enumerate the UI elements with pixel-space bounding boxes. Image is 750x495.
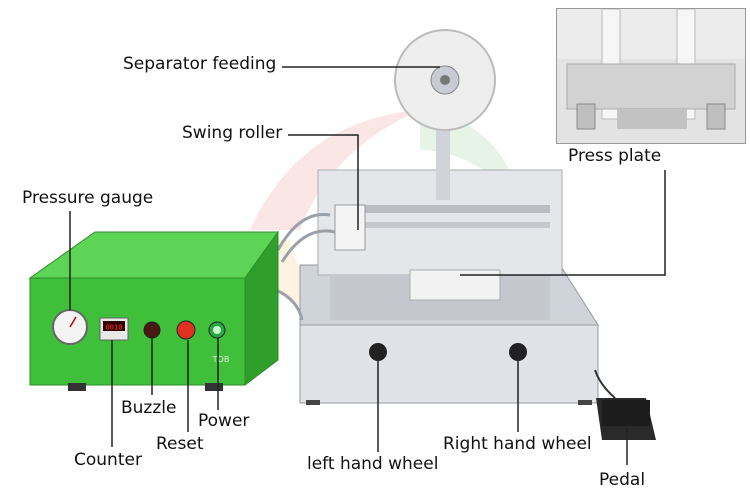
machine-body bbox=[299, 29, 599, 405]
label-separator-feeding: Separator feeding bbox=[123, 54, 277, 74]
label-swing-roller: Swing roller bbox=[182, 123, 283, 143]
label-right-hand-wheel: Right hand wheel bbox=[443, 434, 592, 454]
label-power: Power bbox=[198, 411, 250, 431]
reset-button bbox=[176, 320, 196, 340]
leader-lines bbox=[69, 66, 666, 465]
label-press-plate: Press plate bbox=[568, 146, 662, 166]
brand-logo: TOB bbox=[212, 355, 230, 364]
label-pedal: Pedal bbox=[599, 470, 646, 490]
buzzle-button bbox=[143, 321, 161, 339]
press-plate-inset-photo bbox=[556, 8, 746, 144]
control-box: 0010 TOB bbox=[28, 230, 279, 391]
counter-display: 0010 bbox=[106, 324, 123, 332]
label-reset: Reset bbox=[156, 434, 204, 454]
label-left-hand-wheel: left hand wheel bbox=[307, 454, 439, 474]
label-buzzle: Buzzle bbox=[121, 398, 177, 418]
left-hand-wheel-knob bbox=[369, 343, 387, 361]
pedal bbox=[594, 369, 656, 440]
label-pressure-gauge: Pressure gauge bbox=[22, 188, 154, 208]
label-counter: Counter bbox=[74, 450, 142, 470]
hoses bbox=[275, 212, 336, 321]
right-hand-wheel-knob bbox=[509, 343, 527, 361]
